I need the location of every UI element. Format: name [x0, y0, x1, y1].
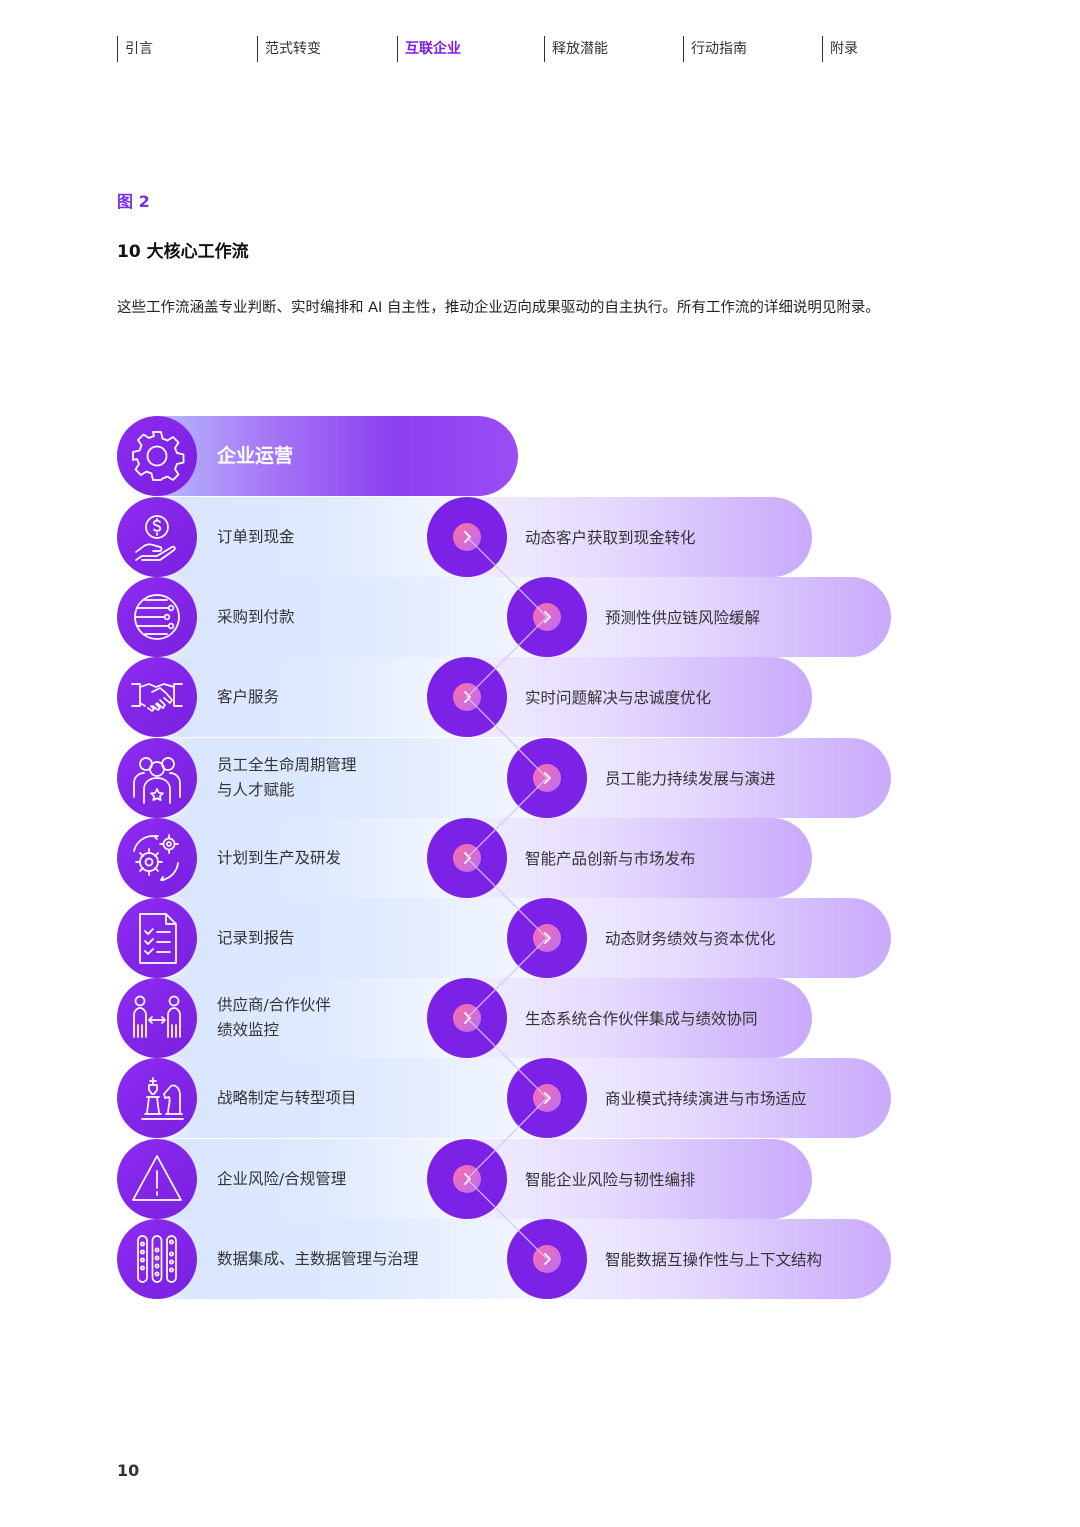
workflow-icon-circle [117, 738, 197, 818]
header-icon-circle [117, 416, 197, 496]
future-workflow-label: 智能数据互操作性与上下文结构 [605, 1251, 823, 1269]
connector-line [466, 1178, 548, 1260]
header-label: 企业运营 [217, 445, 294, 467]
current-workflow-label: 客户服务 [217, 687, 280, 706]
connector-line [466, 857, 548, 939]
chess-pieces-icon [141, 1077, 184, 1120]
nav-item-introduction[interactable]: 引言 [117, 36, 153, 62]
nav-item-paradigm-shift[interactable]: 范式转变 [257, 36, 321, 62]
current-workflow-label: 战略制定与转型项目 [217, 1088, 357, 1107]
page-number: 10 [117, 1461, 140, 1480]
connector-line [466, 696, 548, 779]
future-workflow-label: 实时问题解决与忠诚度优化 [525, 689, 712, 707]
workflow-icon-circle [117, 1058, 197, 1138]
nav-item-appendix[interactable]: 附录 [822, 36, 858, 62]
warning-triangle-icon [132, 1155, 182, 1201]
connector-line [466, 616, 548, 698]
workflow-icon-circle [117, 1219, 197, 1299]
future-workflow-label: 智能企业风险与韧性编排 [525, 1171, 696, 1189]
connector-line [466, 1097, 548, 1180]
connector-line [466, 937, 548, 1019]
workflow-icon-circle [117, 818, 197, 898]
workflow-icon-circle [117, 898, 197, 978]
connector-line [466, 536, 548, 618]
partners-exchange-icon [133, 995, 181, 1038]
handshake-icon [131, 683, 183, 712]
current-workflow-label: 企业风险/合规管理 [217, 1169, 347, 1188]
current-workflow-label: 采购到付款 [217, 607, 295, 626]
future-workflow-label: 预测性供应链风险缓解 [605, 609, 761, 627]
current-workflow-label: 计划到生产及研发 [217, 848, 342, 867]
current-workflow-label: 订单到现金 [217, 527, 295, 546]
data-columns-icon [137, 1235, 177, 1283]
money-hand-icon [135, 515, 176, 561]
workflow-icon-circle [117, 1139, 197, 1219]
future-workflow-label: 动态财务绩效与资本优化 [605, 930, 776, 948]
gears-cycle-icon [133, 834, 179, 881]
nav-item-unlock-potential[interactable]: 释放潜能 [544, 36, 608, 62]
future-workflow-label: 员工能力持续发展与演进 [605, 770, 776, 788]
gear-icon [132, 431, 185, 481]
workflow-icon-circle [117, 497, 197, 577]
current-workflow-label: 记录到报告 [217, 928, 295, 947]
figure-title: 10 大核心工作流 [117, 242, 249, 262]
current-workflow-label: 供应商/合作伙伴绩效监控 [217, 996, 331, 1039]
checklist-document-icon [139, 913, 177, 964]
nav-item-action-guide[interactable]: 行动指南 [683, 36, 747, 62]
globe-network-icon [134, 594, 180, 640]
future-workflow-label: 智能产品创新与市场发布 [525, 850, 696, 868]
workflow-icon-circle [117, 577, 197, 657]
future-workflow-label: 商业模式持续演进与市场适应 [605, 1090, 807, 1108]
people-star-icon [133, 757, 181, 804]
connector-line [466, 777, 548, 859]
nav-item-connected-enterprise[interactable]: 互联企业 [397, 36, 461, 62]
workflow-icon-circle [117, 657, 197, 737]
workflow-icon-circle [117, 978, 197, 1058]
figure-description: 这些工作流涵盖专业判断、实时编排和 AI 自主性，推动企业迈向成果驱动的自主执行… [117, 300, 880, 316]
future-workflow-label: 生态系统合作伙伴集成与绩效协同 [525, 1010, 758, 1028]
top-navigation: 引言 范式转变 互联企业 释放潜能 行动指南 附录 [117, 36, 937, 62]
current-workflow-label: 员工全生命周期管理与人才赋能 [217, 756, 357, 799]
current-workflow-label: 数据集成、主数据管理与治理 [217, 1249, 419, 1268]
figure-label: 图 2 [117, 192, 150, 211]
connector-line [466, 1017, 548, 1099]
future-workflow-label: 动态客户获取到现金转化 [525, 529, 696, 547]
